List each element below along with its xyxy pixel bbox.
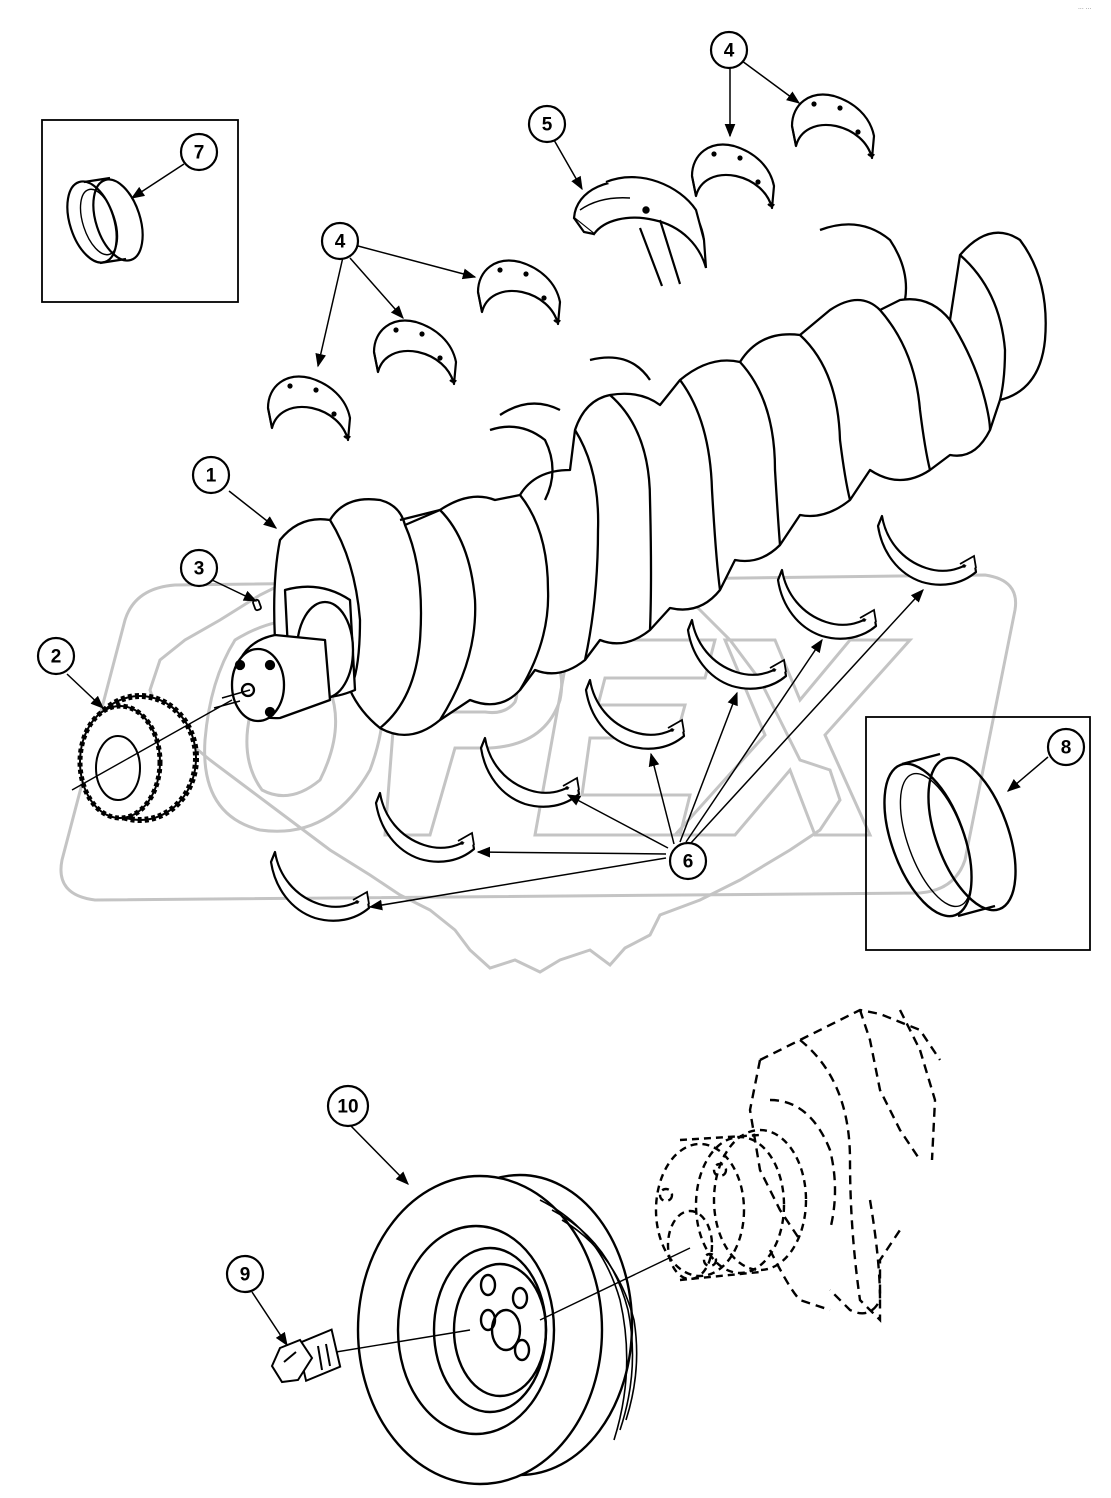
thrust-bearing-icon [572,176,708,287]
callout-8: 8 [1046,727,1086,767]
crank-pulley-hub-dashed [654,1128,808,1282]
svg-text:3: 3 [194,559,205,580]
main-bearing-lower-icon [374,791,476,863]
bolt-icon [270,1328,342,1384]
callout-layer: 1 2 3 4 4 5 6 7 8 9 10 [36,30,1086,1294]
front-wear-sleeve-icon [66,176,144,265]
svg-text:6: 6 [683,852,694,873]
crankshaft-icon [213,223,1047,736]
main-bearing-upper-icon [372,319,458,386]
corner-mark: ··· ··· [1078,6,1092,13]
svg-text:10: 10 [337,1097,358,1118]
watermark-letter-x [671,638,914,837]
svg-text:5: 5 [542,115,553,136]
callout-9: 9 [225,1254,265,1294]
main-bearing-upper-icon [690,143,776,210]
main-bearing-lower-icon [776,568,878,640]
watermark-frame [59,573,1018,902]
svg-text:1: 1 [206,466,217,487]
callout-2: 2 [36,636,76,676]
leader-lines [66,57,1049,1347]
svg-text:4: 4 [335,232,346,253]
inset-box-rear-seal [865,716,1091,951]
crankshaft-reference-dashed [748,1008,941,1323]
main-bearing-upper-icon [790,93,876,160]
dowel-pin-icon [252,598,262,612]
svg-text:7: 7 [194,143,205,164]
assembly-axis-lines [335,1247,691,1353]
callout-7: 7 [179,132,219,172]
svg-text:8: 8 [1061,738,1072,759]
main-bearing-lower-icon [269,850,371,922]
svg-text:2: 2 [51,647,62,668]
callout-6: 6 [668,841,708,881]
inset-box-front-seal [41,119,239,303]
callout-10: 10 [326,1084,370,1128]
callout-5: 5 [527,104,567,144]
callout-3: 3 [179,548,219,588]
callout-4-left: 4 [320,221,360,261]
main-bearing-lower-icon [876,514,978,586]
svg-text:9: 9 [240,1265,251,1286]
svg-text:4: 4 [724,41,735,62]
rear-wear-sleeve-icon [883,752,1017,918]
main-bearing-upper-icon [266,375,352,442]
callout-4-right: 4 [709,30,749,70]
callout-1: 1 [191,455,231,495]
crank-gear-icon [71,693,233,823]
vibration-damper-icon [356,1173,638,1486]
watermark-gear-icon [148,508,842,974]
main-bearing-upper-icon [476,259,562,326]
